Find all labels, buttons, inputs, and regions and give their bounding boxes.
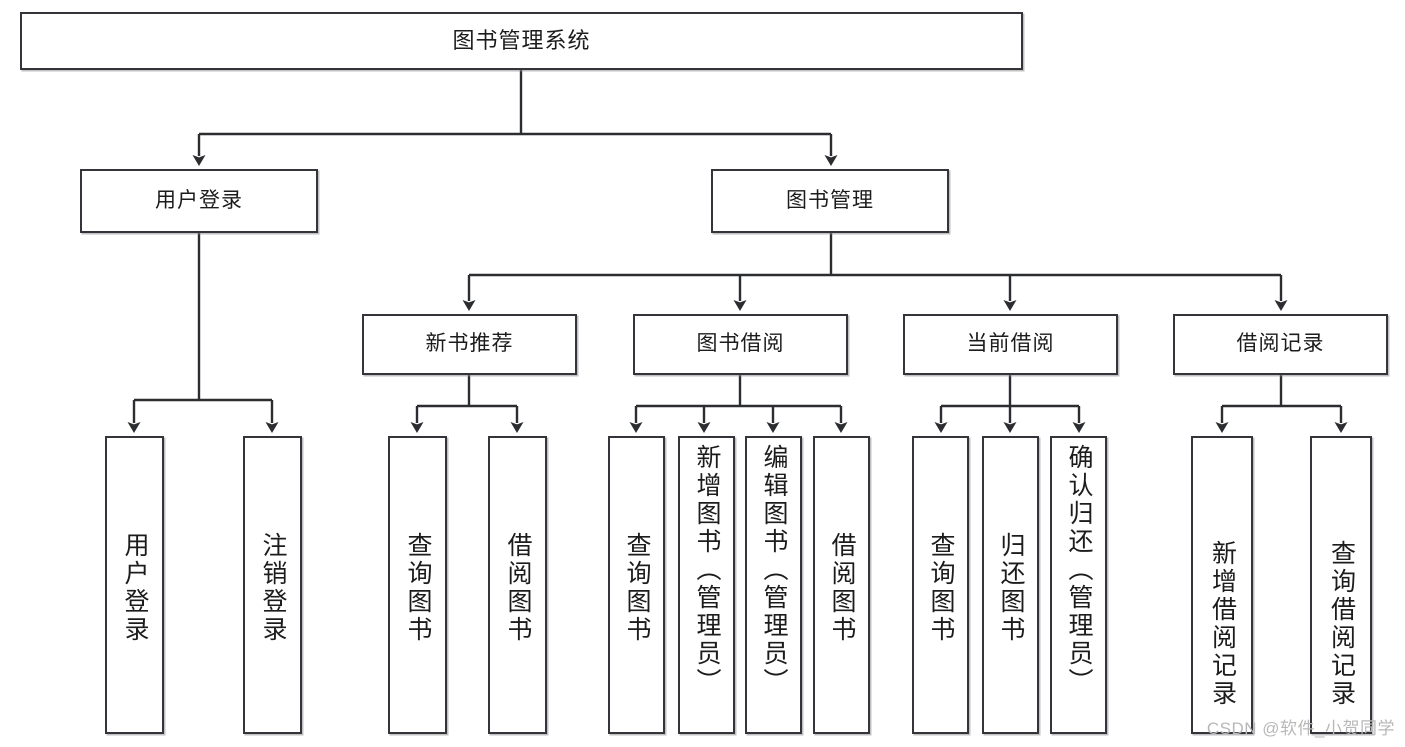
node-label: 查询图书 <box>927 532 955 644</box>
node-label: 确认归还（管理员） <box>1065 444 1093 696</box>
node-label: 借阅图书 <box>504 532 532 644</box>
node-label: 归还图书 <box>997 532 1025 644</box>
node-label: 查询图书 <box>404 532 432 644</box>
node-label: 新增图书（管理员） <box>693 444 721 696</box>
node-label: 图书管理 <box>786 188 874 212</box>
leaf-return-book[interactable]: 归还图书 <box>982 436 1039 734</box>
leaf-add-borrow-record[interactable]: 新增借阅记录 <box>1191 436 1253 734</box>
watermark: CSDN @软件_小贺同学 <box>1206 719 1395 738</box>
node-borrow-records[interactable]: 借阅记录 <box>1173 314 1388 375</box>
node-label: 借阅图书 <box>828 532 856 644</box>
node-label: 图书借阅 <box>696 332 785 356</box>
leaf-query-book-current[interactable]: 查询图书 <box>912 436 969 734</box>
leaf-add-book-admin[interactable]: 新增图书（管理员） <box>678 436 735 734</box>
leaf-edit-book-admin[interactable]: 编辑图书（管理员） <box>745 436 802 734</box>
leaf-confirm-return-admin[interactable]: 确认归还（管理员） <box>1050 436 1107 734</box>
node-book-management[interactable]: 图书管理 <box>711 169 949 233</box>
leaf-query-book-recommend[interactable]: 查询图书 <box>388 436 447 734</box>
leaf-logout[interactable]: 注销登录 <box>243 436 302 734</box>
node-label: 查询借阅记录 <box>1327 540 1356 708</box>
node-new-book-recommend[interactable]: 新书推荐 <box>362 314 577 375</box>
node-label: 新书推荐 <box>425 332 514 356</box>
node-label: 当前借阅 <box>966 332 1055 356</box>
leaf-query-book-borrow[interactable]: 查询图书 <box>608 436 665 734</box>
leaf-borrow-book-recommend[interactable]: 借阅图书 <box>488 436 547 734</box>
node-label: 用户登录 <box>121 532 149 644</box>
node-label: 借阅记录 <box>1236 332 1325 356</box>
node-label: 图书管理系统 <box>452 28 591 54</box>
leaf-borrow-book[interactable]: 借阅图书 <box>813 436 870 734</box>
node-label: 注销登录 <box>259 532 287 644</box>
node-label: 编辑图书（管理员） <box>760 444 788 696</box>
node-book-borrow[interactable]: 图书借阅 <box>633 314 848 375</box>
node-label: 用户登录 <box>155 188 243 212</box>
node-label: 查询图书 <box>623 532 651 644</box>
node-label: 新增借阅记录 <box>1208 540 1237 708</box>
node-current-borrow[interactable]: 当前借阅 <box>903 314 1118 375</box>
node-user-login[interactable]: 用户登录 <box>80 169 318 233</box>
leaf-user-login[interactable]: 用户登录 <box>105 436 164 734</box>
leaf-query-borrow-record[interactable]: 查询借阅记录 <box>1310 436 1372 734</box>
node-root-system[interactable]: 图书管理系统 <box>20 12 1023 70</box>
